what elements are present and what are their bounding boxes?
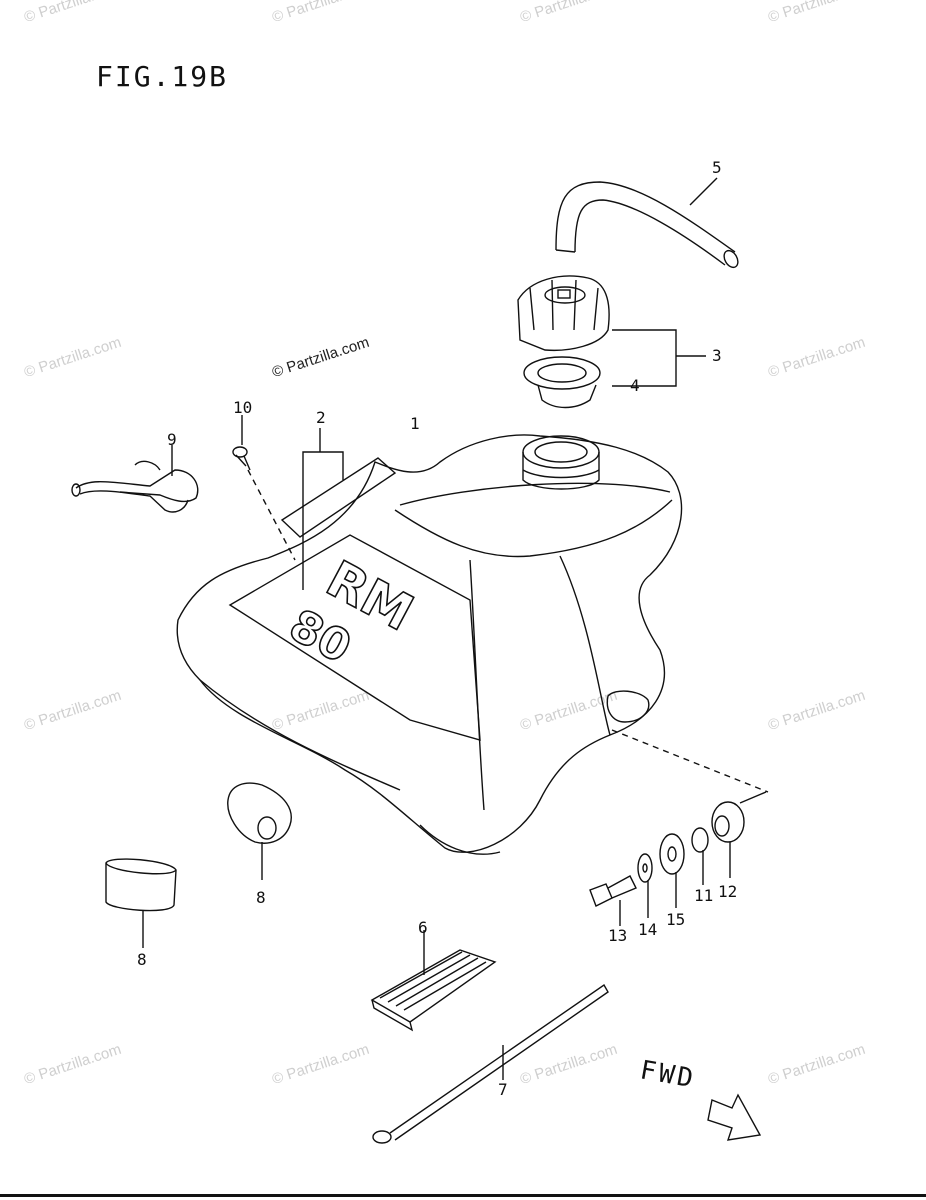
tank-emblem: RM 80 (280, 457, 423, 674)
callout-3: 3 (712, 346, 722, 365)
callout-12: 12 (718, 882, 738, 901)
callout-2: 2 (316, 408, 326, 427)
callout-6: 6 (418, 918, 428, 937)
clip-bracket (71, 460, 199, 513)
leader-lines (142, 177, 769, 1080)
bolt-assembly (589, 791, 767, 907)
filler-neck (522, 435, 600, 490)
callout-15: 15 (666, 910, 686, 929)
callout-5: 5 (712, 158, 722, 177)
callout-4: 4 (630, 376, 640, 395)
callout-11: 11 (694, 886, 714, 905)
callout-8-lower: 8 (137, 950, 147, 969)
callout-10: 10 (233, 398, 253, 417)
callout-7: 7 (498, 1080, 508, 1099)
fuel-tank (176, 434, 683, 855)
cushion-lower (105, 858, 177, 912)
callout-13: 13 (608, 926, 628, 945)
figure-title: FIG.19B (96, 60, 229, 93)
fuel-cap (517, 275, 610, 352)
callout-14: 14 (638, 920, 658, 939)
breather-hose (555, 181, 739, 269)
cushion-strip (370, 949, 497, 1032)
bottom-border (0, 1194, 926, 1197)
cushion-upper (227, 782, 292, 844)
callout-1: 1 (410, 414, 420, 433)
callout-9: 9 (167, 430, 177, 449)
fwd-arrow-icon (707, 1093, 762, 1141)
screw (232, 446, 251, 471)
callout-8-upper: 8 (256, 888, 266, 907)
cable-tie (372, 983, 609, 1144)
cap-gasket (523, 356, 601, 409)
